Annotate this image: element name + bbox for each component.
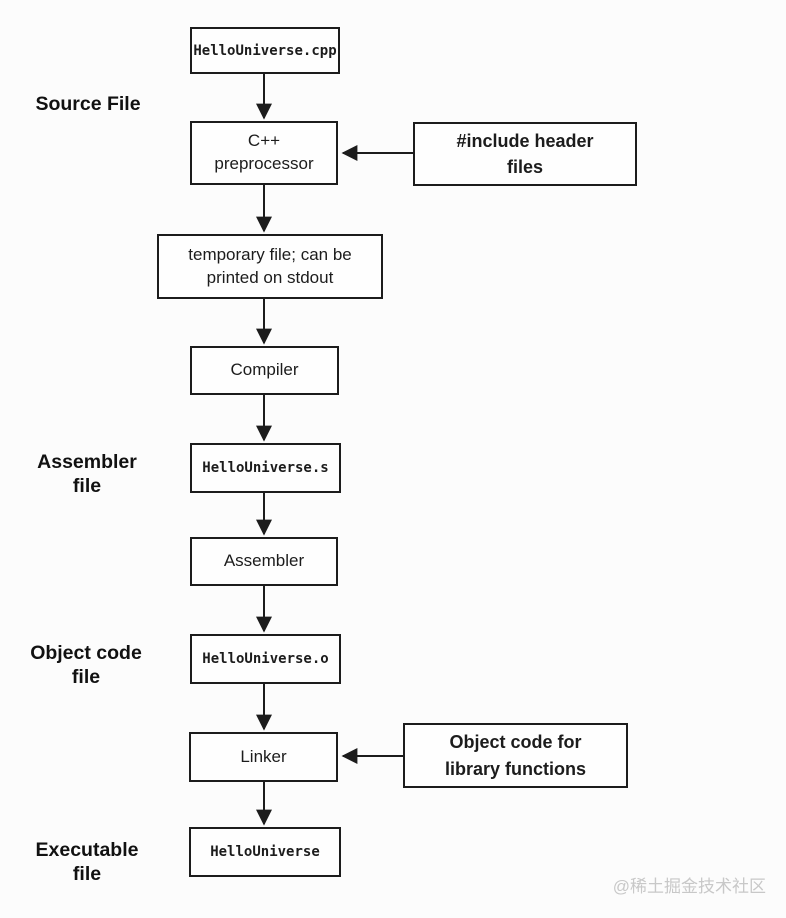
- watermark-text: @稀土掘金技术社区: [612, 877, 766, 896]
- node-object-code-library: Object code for library functions: [403, 723, 628, 788]
- node-object-file: HelloUniverse.o: [190, 634, 341, 684]
- node-assembly-file: HelloUniverse.s: [190, 443, 341, 493]
- node-executable: HelloUniverse: [189, 827, 341, 877]
- node-include-header-files: #include header files: [413, 122, 637, 186]
- node-temporary-file: temporary file; can be printed on stdout: [157, 234, 383, 299]
- node-compiler: Compiler: [190, 346, 339, 395]
- stage-label-executable-file: Executable file: [35, 839, 139, 885]
- stage-label-assembler-file: Assembler file: [37, 451, 137, 497]
- stage-label-object-code-file: Object code file: [30, 642, 142, 688]
- node-linker: Linker: [189, 732, 338, 782]
- node-assembler: Assembler: [190, 537, 338, 586]
- stage-label-source-file: Source File: [35, 93, 141, 115]
- node-source-cpp: HelloUniverse.cpp: [190, 27, 340, 74]
- node-cpp-preprocessor: C++ preprocessor: [190, 121, 338, 185]
